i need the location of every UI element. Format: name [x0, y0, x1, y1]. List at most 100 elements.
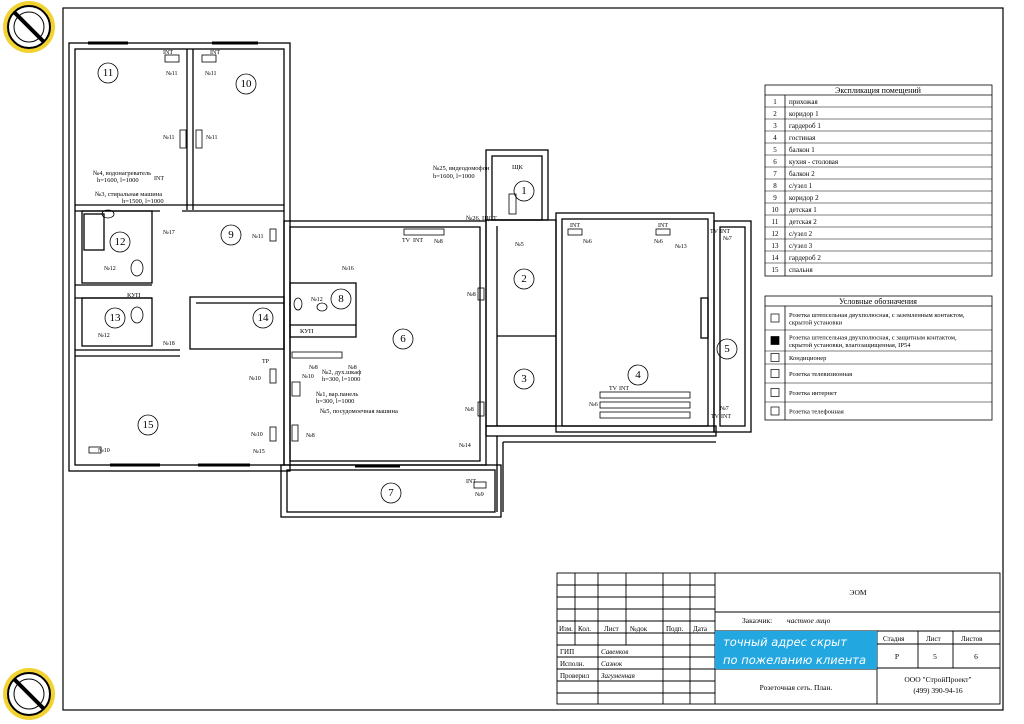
title-block: [556, 572, 1001, 705]
room-number: 9: [228, 229, 234, 241]
socket-label: №7: [723, 236, 732, 242]
socket-type-label: INT: [210, 50, 220, 56]
explication-row-name: балкон 1: [789, 146, 815, 154]
room-number: 13: [110, 312, 122, 324]
washer-height: h=1500, l=1000: [122, 198, 164, 205]
explication-row-name: гардероб 1: [789, 122, 821, 130]
explication-row-number: 4: [773, 134, 777, 142]
explication-row-name: прихожая: [789, 98, 818, 106]
corner-stamp-bottom-icon: [3, 668, 55, 720]
legend-symbol-icon: [770, 388, 780, 397]
socket-label: №11: [205, 71, 217, 77]
explication-row-number: 11: [772, 218, 779, 226]
sheets-label: Листов: [961, 635, 983, 643]
socket-type-label: INT: [721, 414, 731, 420]
explication-row-number: 12: [772, 230, 780, 238]
col-header: Подп.: [666, 625, 684, 633]
room-number: 15: [143, 419, 155, 431]
socket-label: №16: [342, 266, 354, 272]
stage-value: Р: [895, 652, 899, 661]
legend-rows: Розетка штепсельная двухполюсная, с зазе…: [765, 312, 992, 416]
explication-row-number: 10: [772, 206, 780, 214]
address-line-2: по пожеланию клиента: [723, 653, 867, 667]
address-banner: точный адрес скрыт по пожеланию клиента: [715, 631, 877, 669]
socket-type-label: TP: [262, 359, 270, 365]
legend-text: скрытой установки: [789, 320, 843, 327]
room-numbers: 11 10 12 9 13 14 15 8 6 7 1 2 3 4 5: [97, 62, 738, 504]
explication-row-number: 7: [773, 170, 777, 178]
socket-type-label: INT: [570, 223, 580, 229]
explication-row-number: 13: [772, 242, 780, 250]
company-phone: (499) 390-94-16: [913, 686, 963, 695]
legend-symbol-icon: [770, 353, 780, 362]
sheets-value: 6: [974, 652, 978, 661]
socket-type-label: TV: [609, 386, 618, 392]
socket-label: №8: [434, 239, 443, 245]
drawing-code: ЭОМ: [849, 588, 866, 597]
socket-label: №6: [583, 239, 592, 245]
role-name: Сазнок: [601, 660, 623, 668]
shchk-label: ЩК: [512, 164, 524, 171]
sheet-frame: [62, 7, 1004, 711]
socket-label: №13: [675, 244, 687, 250]
explication-row-name: спальня: [789, 266, 813, 274]
socket-label: №5: [515, 242, 524, 248]
socket-label: №10: [249, 376, 261, 382]
customer-value: частное лицо: [787, 616, 831, 625]
sheet-value: 5: [933, 652, 937, 661]
explication-row-name: кухня - столовая: [789, 158, 839, 166]
cabinet-height: h=300, l=1000: [322, 376, 360, 383]
role-label: Исполн.: [560, 660, 585, 668]
hob-label: №1, вар.панель: [316, 391, 358, 398]
legend-title: Условные обозначения: [839, 297, 917, 306]
socket-type-label: INT: [619, 386, 629, 392]
room-number: 5: [724, 343, 730, 355]
socket-type-label: TV: [710, 229, 719, 235]
intercom-height: h=1600, l=1000: [433, 173, 475, 180]
legend-symbol-icon: [770, 336, 780, 345]
address-line-1: точный адрес скрыт: [723, 635, 847, 649]
washer-label: №3, стиральная машина: [95, 191, 162, 198]
socket-type-label: INT: [163, 50, 173, 56]
room-number: 2: [521, 273, 527, 285]
explication-table: [764, 84, 993, 277]
sheet-label: Лист: [926, 635, 941, 643]
explication-row-number: 2: [773, 110, 777, 118]
explication-row-name: с/узел 1: [789, 182, 813, 190]
explication-row-name: гостиная: [789, 134, 816, 142]
socket-label: №12: [311, 297, 323, 303]
explication-row-name: с/узел 3: [789, 242, 813, 250]
heater-height: h=1600, l=1000: [97, 177, 139, 184]
socket-label: №18: [163, 341, 175, 347]
socket-label: №6: [589, 402, 598, 408]
socket-label: №8: [309, 365, 318, 371]
col-header: Дата: [693, 625, 708, 633]
room-number: 1: [521, 185, 527, 197]
floor-plan: [68, 41, 752, 518]
role-label: Проверил: [560, 672, 590, 680]
socket-label: №8: [348, 365, 357, 371]
socket-type-label: INT: [154, 176, 164, 182]
explication-row-number: 15: [772, 266, 780, 274]
explication-row-name: детская 2: [789, 218, 817, 226]
socket-type-label: INT: [413, 238, 423, 244]
legend-symbol-icon: [770, 406, 780, 416]
explication-row-name: детская 1: [789, 206, 817, 214]
room-number: 4: [635, 369, 641, 381]
socket-label: №10: [251, 432, 263, 438]
socket-label: №14: [459, 443, 471, 449]
socket-label: №6: [654, 239, 663, 245]
legend-table: [764, 295, 993, 421]
kup-label: КУП: [300, 328, 314, 335]
role-label: ГИП: [560, 648, 574, 656]
room-number: 6: [400, 333, 406, 345]
legend-text: Розетка интернет: [789, 390, 837, 397]
socket-label: №12: [104, 266, 116, 272]
col-header: Кол.: [578, 625, 591, 633]
hob-height: h=300, l=1000: [316, 398, 354, 405]
customer-label: Заказчик:: [742, 616, 772, 625]
explication-row-number: 6: [773, 158, 777, 166]
socket-type-label: TV: [402, 238, 411, 244]
